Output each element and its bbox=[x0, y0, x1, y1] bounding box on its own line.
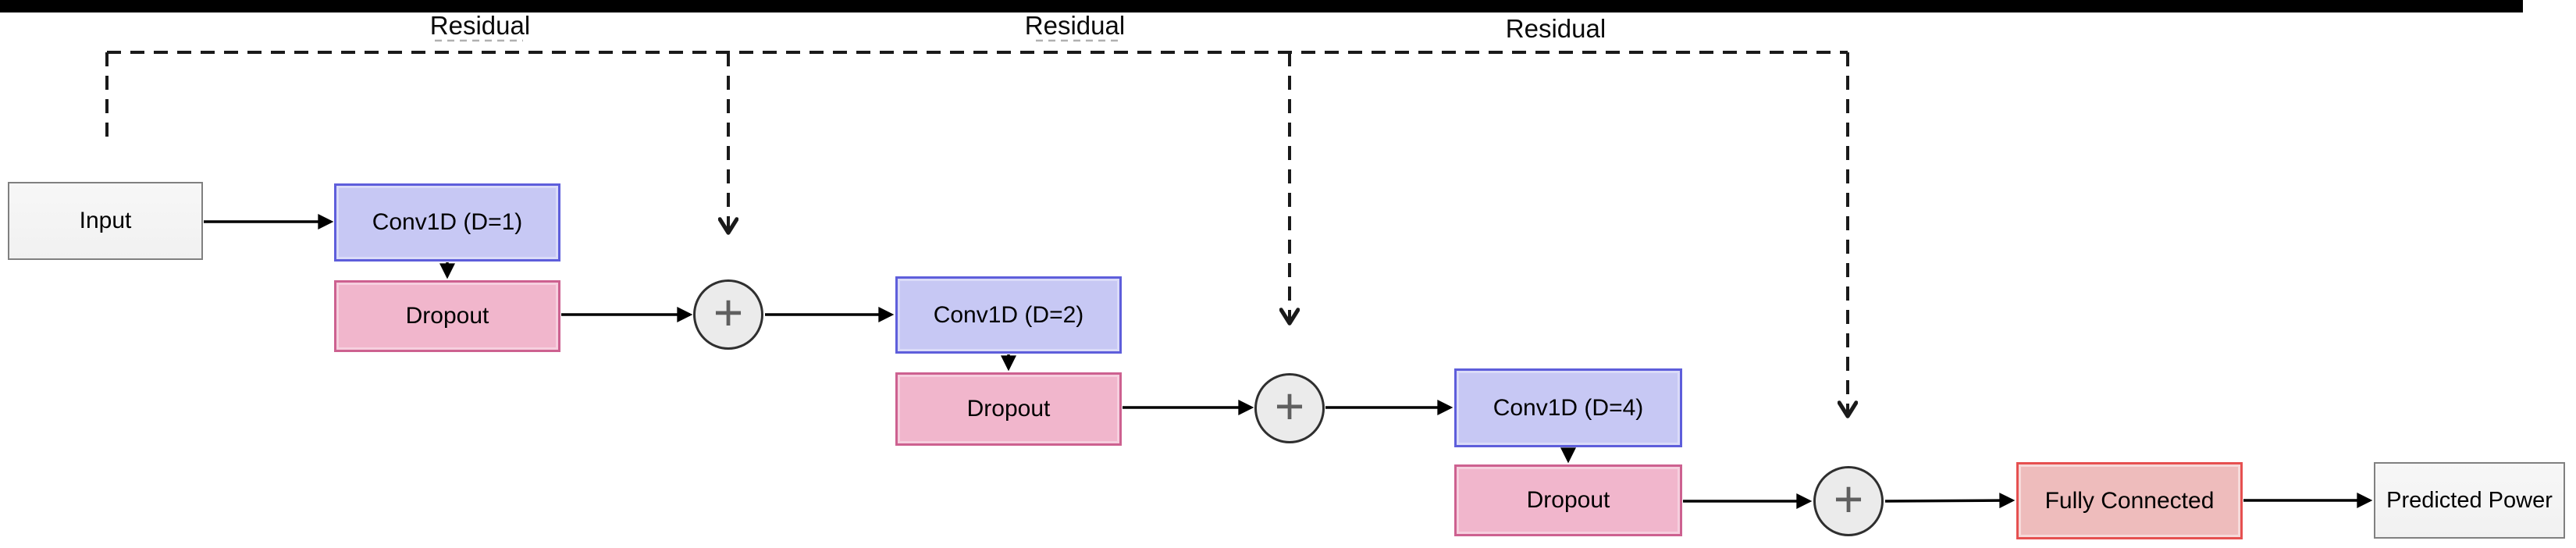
node-conv1d-d2: Conv1D (D=2) bbox=[895, 276, 1122, 354]
arrow-sum3-fc bbox=[1884, 493, 2016, 509]
residual-label-2: Residual bbox=[1024, 11, 1126, 40]
node-dropout-2: Dropout bbox=[895, 372, 1122, 446]
node-input: Input bbox=[8, 182, 203, 260]
node-sum-2: + bbox=[1254, 373, 1325, 443]
flow-arrows bbox=[204, 214, 2373, 509]
node-fully-connected: Fully Connected bbox=[2016, 462, 2243, 539]
node-dropout-1: Dropout bbox=[334, 280, 560, 352]
top-black-bar bbox=[0, 0, 2523, 12]
node-sum-1: + bbox=[693, 279, 763, 350]
residual-dashed-lines bbox=[105, 51, 1848, 415]
node-conv1d-d1: Conv1D (D=1) bbox=[334, 183, 560, 262]
node-conv1d-d4: Conv1D (D=4) bbox=[1454, 368, 1682, 447]
node-dropout-3: Dropout bbox=[1454, 464, 1682, 536]
node-predicted-power: Predicted Power bbox=[2374, 462, 2565, 539]
residual-label-3: Residual bbox=[1505, 14, 1606, 43]
node-sum-3: + bbox=[1813, 466, 1884, 536]
residual-label-1: Residual bbox=[429, 11, 531, 40]
